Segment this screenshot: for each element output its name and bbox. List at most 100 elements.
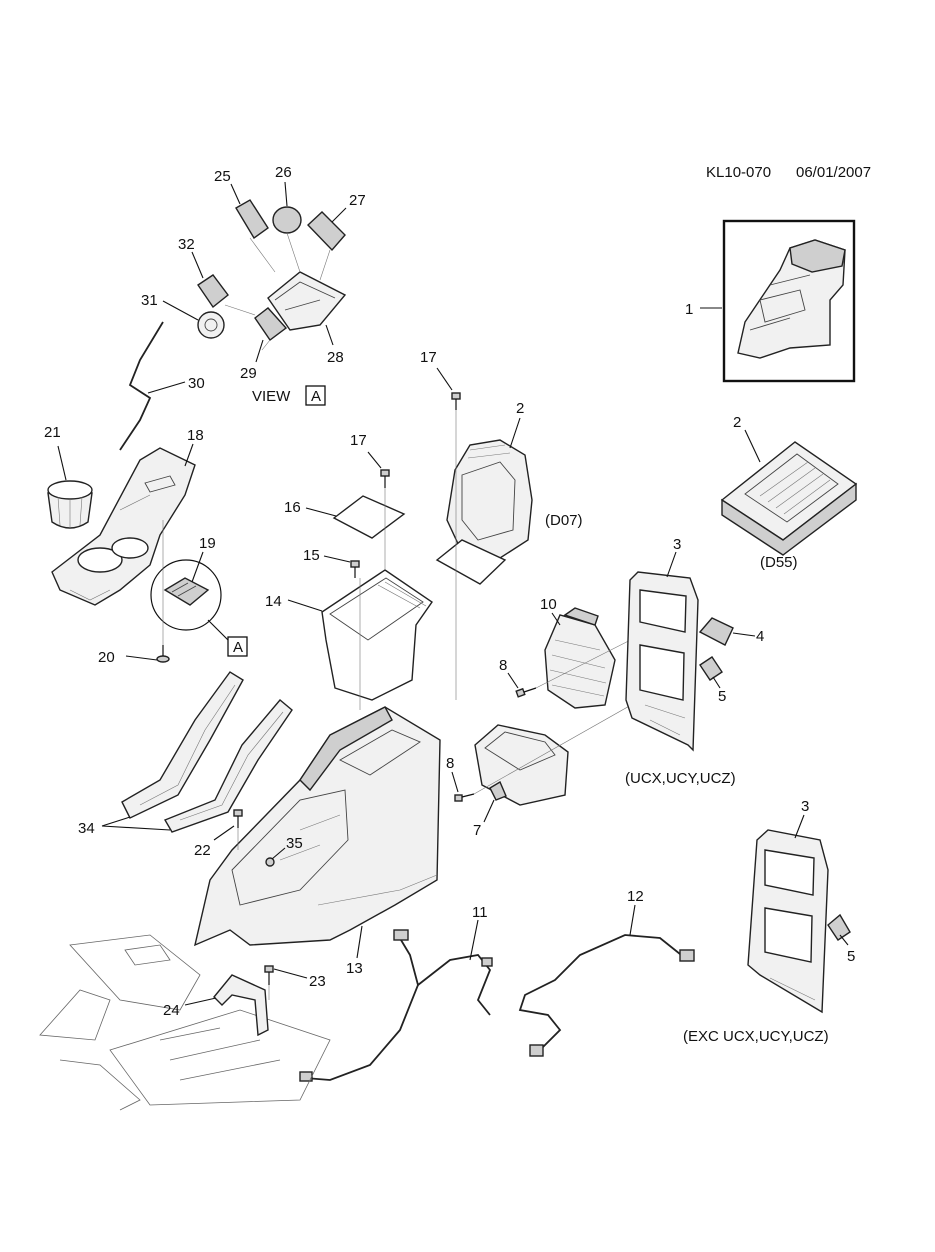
part-3-bezel-ucx: [625, 571, 699, 752]
console-13-bin-opening: [339, 729, 421, 776]
leader-32: [191, 251, 204, 279]
callout-32: 32: [178, 236, 195, 253]
leader-23: [273, 968, 308, 979]
leader-3b: [794, 814, 805, 839]
part-10-module: [544, 607, 616, 709]
armrest-d07-inner: [461, 461, 516, 541]
console-13-ribs: [279, 814, 438, 906]
view-reference-box: [227, 636, 248, 657]
part-35-clip: [265, 857, 275, 867]
part-20-fastener: [156, 645, 170, 663]
callout-4: 4: [756, 628, 764, 645]
leader-13: [356, 925, 363, 959]
screw-8a-head: [515, 687, 526, 698]
callout-17a: 17: [420, 349, 437, 366]
callout-19: 19: [199, 535, 216, 552]
part-8-screw-upper: [515, 687, 537, 698]
callout-3a: 3: [673, 536, 681, 553]
leader-20: [125, 655, 158, 661]
console-13-top-edge: [299, 706, 393, 792]
screw-8b-shank: [461, 793, 475, 798]
screw-8a-shank: [523, 687, 537, 693]
leader-18: [184, 443, 194, 467]
part-5-button-lower: [827, 913, 851, 941]
callout-23: 23: [309, 973, 326, 990]
leader-3a: [666, 551, 677, 578]
console-thumb-details: [749, 274, 811, 331]
callout-5b: 5: [847, 948, 855, 965]
module-10-connector: [563, 607, 599, 626]
screw-23-head: [264, 965, 274, 973]
lid-d55-recess: [744, 453, 839, 523]
part-1-console-assembly-thumbnail: [722, 219, 856, 383]
part-34-side-trims: [121, 671, 293, 833]
callout-30: 30: [188, 375, 205, 392]
leader-17b: [367, 451, 382, 469]
part-11-wiring-harness: [299, 929, 493, 1082]
callout-10: 10: [540, 596, 557, 613]
harness-11-main: [304, 934, 419, 1081]
callout-28: 28: [327, 349, 344, 366]
leader-2a: [509, 417, 521, 449]
floor-pan: [39, 934, 331, 1111]
trim-18-details: [69, 494, 151, 601]
part-13-console-body: [194, 706, 441, 947]
view-label-box: [305, 385, 326, 406]
bin-7-opening: [484, 731, 556, 771]
callout-31: 31: [141, 292, 158, 309]
console-13-inner-well: [231, 789, 349, 906]
leader-17a: [436, 367, 453, 391]
leader-25: [230, 183, 241, 205]
part-22-screw: [233, 809, 243, 828]
leader-8b: [451, 771, 459, 793]
floor-rib-left: [39, 989, 111, 1041]
callout-11: 11: [472, 904, 488, 921]
armrest-d07-body: [446, 439, 533, 559]
leader-4: [732, 632, 756, 637]
console-thumb-armrest: [789, 239, 846, 273]
leader-2b: [744, 429, 761, 463]
bracket-24-body: [213, 974, 269, 1037]
floor-edge: [59, 1059, 141, 1111]
part-14-storage-bin: [321, 569, 433, 701]
part-1-frame: [722, 219, 856, 383]
leader-14: [287, 599, 323, 612]
part-19-switch: [150, 559, 222, 631]
switch-32: [197, 274, 229, 309]
screw-22-head: [233, 809, 243, 817]
leader-5a: [712, 676, 721, 689]
leader-34: [101, 816, 171, 831]
callout-20: 20: [98, 649, 115, 666]
leader-15: [323, 555, 351, 563]
leader-27: [331, 207, 347, 223]
part-12-wiring-harness: [518, 934, 695, 1057]
part-5-button-upper: [699, 656, 723, 681]
module-10-body: [544, 614, 616, 709]
callout-5a: 5: [718, 688, 726, 705]
note-exc-ucx: (EXC UCX,UCY,UCZ): [683, 1028, 829, 1045]
callout-8b: 8: [446, 755, 454, 772]
harness-11-branch: [417, 954, 492, 1016]
switch-19-details: [171, 582, 197, 597]
callout-22: 22: [194, 842, 211, 859]
leader-11: [469, 919, 479, 961]
callout-3b: 3: [801, 798, 809, 815]
part-19-detail-circle: [150, 559, 222, 631]
callout-24: 24: [163, 1002, 180, 1019]
trim-18-cup-left: [77, 547, 123, 573]
leader-35: [271, 847, 286, 860]
leader-26: [284, 181, 288, 207]
view-a-switch-cluster: [197, 199, 347, 351]
trim-34-left: [121, 671, 244, 819]
note-d07: (D07): [545, 512, 583, 529]
trim-34-right: [163, 699, 293, 833]
part-30-harness: [119, 321, 164, 451]
callout-7: 7: [473, 822, 481, 839]
harness-12-connector-bottom: [529, 1044, 544, 1057]
view-reference-letter: A: [233, 639, 243, 656]
floor-panel-2: [109, 1009, 331, 1106]
trim-18-slot: [144, 475, 176, 493]
part-2-armrest-lid-d55: [720, 441, 858, 556]
leader-view-ref: [207, 619, 229, 641]
